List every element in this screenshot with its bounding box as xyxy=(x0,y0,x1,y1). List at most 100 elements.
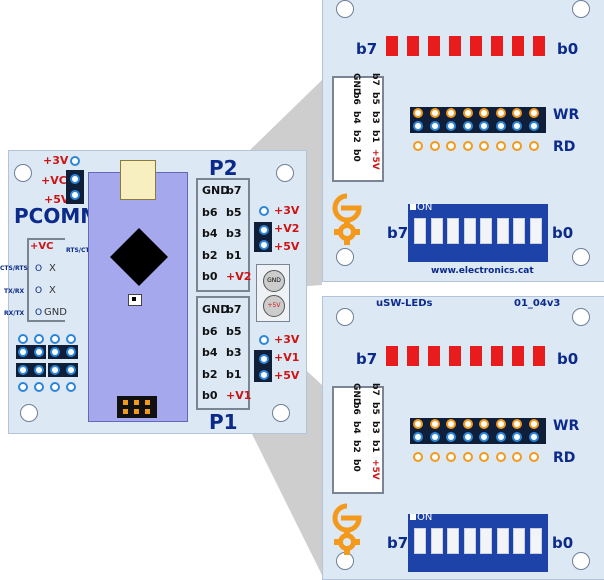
pad xyxy=(462,432,473,442)
pad xyxy=(70,174,80,184)
dip-toggle[interactable] xyxy=(496,218,509,244)
usb-connector xyxy=(120,160,156,200)
wr-label: WR xyxy=(553,107,580,123)
dip-toggle[interactable] xyxy=(430,218,443,244)
icsp-header xyxy=(117,396,157,418)
pad xyxy=(495,419,506,429)
serial-row-label: RX/TX xyxy=(4,310,25,317)
pad xyxy=(528,452,539,462)
pad xyxy=(512,452,522,462)
pad xyxy=(413,419,423,429)
p1-power-5v: +5V xyxy=(274,369,300,382)
pad xyxy=(446,419,456,429)
p1-power-v1: +V1 xyxy=(274,351,300,364)
p2-pin-label: b2 xyxy=(202,248,218,262)
p2-power-3v: +3V xyxy=(274,204,300,217)
p2-pin-label: +V2 xyxy=(226,270,252,283)
led xyxy=(470,36,482,56)
mount-hole xyxy=(572,0,590,18)
dip-toggle[interactable] xyxy=(414,528,426,554)
p2-pin-label: b1 xyxy=(226,248,242,262)
pad xyxy=(413,141,423,151)
vpin-label: +5V xyxy=(370,459,380,480)
serial-row-label: CTS/RTS xyxy=(0,265,28,272)
dip-toggle[interactable] xyxy=(480,218,492,244)
p2-pin-label: b0 xyxy=(202,270,218,283)
pad xyxy=(429,121,440,131)
p2-pin-label: b7 xyxy=(226,184,242,197)
dip-dot xyxy=(410,204,416,210)
board-version: 01_04v3 xyxy=(514,298,561,309)
pad xyxy=(528,419,539,429)
p1-title: P1 xyxy=(209,410,238,434)
dip-toggle[interactable] xyxy=(447,528,459,554)
pad xyxy=(512,108,522,118)
pad xyxy=(479,108,489,118)
dip-b7-label: b7 xyxy=(387,224,409,242)
mount-hole xyxy=(336,0,354,18)
pad xyxy=(528,121,539,131)
dip-toggle[interactable] xyxy=(513,528,525,554)
p1-pin-label: b3 xyxy=(226,346,242,359)
dip-toggle[interactable] xyxy=(430,528,443,554)
pad xyxy=(479,432,489,442)
led-b7-label: b7 xyxy=(356,350,378,368)
led xyxy=(428,346,440,366)
led xyxy=(533,346,545,366)
pad xyxy=(462,121,473,131)
dip-toggle[interactable] xyxy=(414,218,426,244)
pad xyxy=(512,121,522,131)
p1-pin-label: b5 xyxy=(226,324,242,338)
pad xyxy=(259,335,269,345)
pad xyxy=(429,419,440,429)
pad xyxy=(259,225,269,235)
dip-dot xyxy=(410,514,416,520)
mount-hole xyxy=(336,308,354,326)
pad xyxy=(528,432,539,442)
website-url: www.electronics.cat xyxy=(431,266,534,276)
led xyxy=(470,346,482,366)
vertical-pin-block xyxy=(332,76,384,182)
pad xyxy=(462,141,473,151)
pad xyxy=(495,452,506,462)
pad xyxy=(429,141,440,151)
dip-toggle[interactable] xyxy=(480,528,492,554)
pad xyxy=(429,108,440,118)
reset-button-dot xyxy=(132,297,136,301)
pad xyxy=(512,432,522,442)
serial-row-pin: O xyxy=(35,286,43,296)
pad xyxy=(462,108,473,118)
mount-hole xyxy=(572,308,590,326)
led xyxy=(428,36,440,56)
v5-test-point: +5V xyxy=(263,295,285,317)
led xyxy=(407,36,419,56)
led xyxy=(491,346,503,366)
mount-hole xyxy=(572,248,590,266)
serial-vc-label: +VC xyxy=(30,241,54,252)
p1-pin-label: GND xyxy=(202,303,230,316)
dip-toggle[interactable] xyxy=(496,528,509,554)
wr-label: WR xyxy=(553,418,580,434)
dip-toggle[interactable] xyxy=(447,218,459,244)
led xyxy=(533,36,545,56)
p2-pin-label: b4 xyxy=(202,227,218,240)
pad xyxy=(259,240,269,250)
dip-toggle[interactable] xyxy=(463,528,476,554)
led xyxy=(386,346,398,366)
dip-toggle[interactable] xyxy=(529,528,542,554)
pad xyxy=(259,370,269,380)
led-b0-label: b0 xyxy=(557,350,579,368)
electronics-cat-logo xyxy=(332,503,362,555)
pad xyxy=(495,141,506,151)
pad xyxy=(528,141,539,151)
gnd-test-point: GND xyxy=(263,270,285,292)
mount-hole xyxy=(572,552,590,570)
dip-toggle[interactable] xyxy=(529,218,542,244)
pad-grid xyxy=(16,334,78,392)
dip-toggle[interactable] xyxy=(513,218,525,244)
vertical-pin-block xyxy=(332,386,384,494)
serial-bracket xyxy=(27,238,65,322)
pad xyxy=(495,432,506,442)
dip-toggle[interactable] xyxy=(463,218,476,244)
p2-pin-label: b3 xyxy=(226,227,242,240)
